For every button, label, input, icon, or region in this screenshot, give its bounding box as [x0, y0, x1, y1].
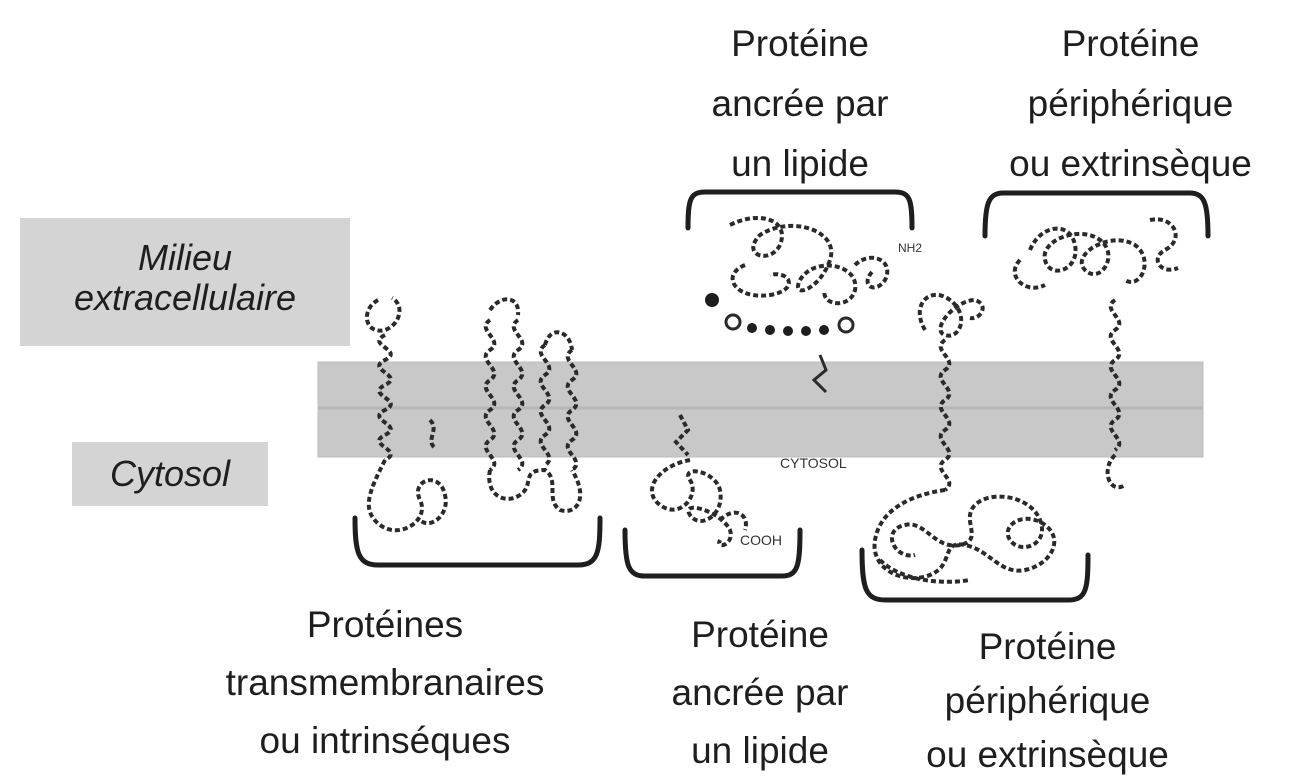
- cooh-label: COOH: [740, 532, 782, 548]
- cytosol-label-box: Cytosol: [72, 442, 268, 506]
- label-line: Protéines: [160, 596, 610, 654]
- label-transmembrane: Protéines transmembranaires ou intrinséq…: [160, 596, 610, 770]
- extracellular-label-line1: Milieu: [20, 238, 350, 278]
- bracket-transmembrane: [355, 518, 600, 565]
- extracellular-label-box: Milieu extracellulaire: [20, 218, 350, 346]
- label-line: Protéine: [880, 620, 1215, 674]
- label-line: ancrée par: [620, 664, 900, 722]
- label-line: Protéine: [620, 606, 900, 664]
- label-line: ou intrinséques: [160, 712, 610, 770]
- label-line: périphérique: [958, 74, 1303, 134]
- label-line: un lipide: [620, 722, 900, 780]
- label-line: Protéine: [958, 14, 1303, 74]
- label-line: Protéine: [655, 14, 945, 74]
- lipid-bilayer: [318, 362, 1203, 457]
- cytosol-label: Cytosol: [110, 453, 230, 494]
- nh2-label: NH2: [898, 241, 922, 255]
- label-line: un lipide: [655, 134, 945, 194]
- bracket-lipid-anchored-top: [688, 192, 912, 228]
- label-line: périphérique: [880, 674, 1215, 728]
- cytosol-small-label: CYTOSOL: [780, 455, 847, 471]
- label-peripheral-bottom: Protéine périphérique ou extrinsèque: [880, 620, 1215, 782]
- label-peripheral-top: Protéine périphérique ou extrinsèque: [958, 14, 1303, 194]
- label-line: ancrée par: [655, 74, 945, 134]
- label-lipid-anchored-bottom: Protéine ancrée par un lipide: [620, 606, 900, 780]
- label-line: ou extrinsèque: [880, 728, 1215, 782]
- lipid-anchored-protein-icon: [730, 218, 887, 303]
- label-line: ou extrinsèque: [958, 134, 1303, 194]
- label-lipid-anchored-top: Protéine ancrée par un lipide: [655, 14, 945, 194]
- extracellular-label-line2: extracellulaire: [20, 278, 350, 318]
- label-line: transmembranaires: [160, 654, 610, 712]
